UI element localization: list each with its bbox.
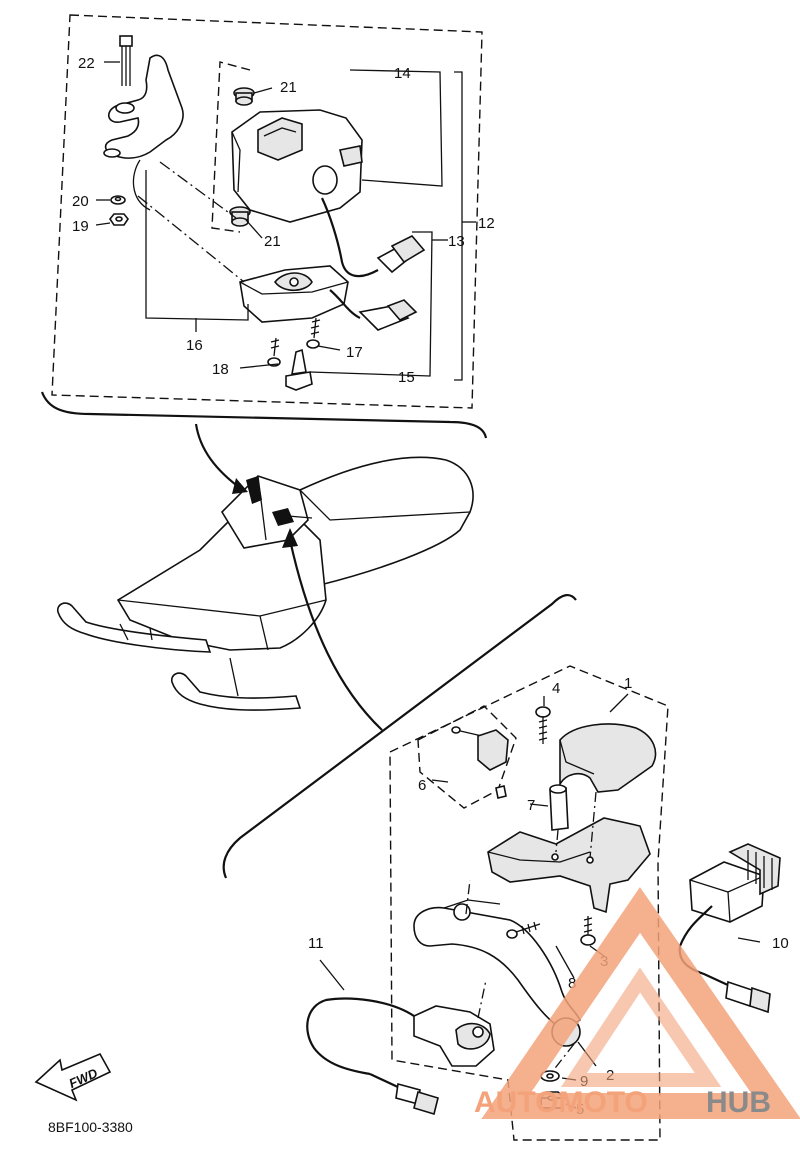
fwd-arrow-icon: FWD bbox=[34, 1052, 112, 1102]
stopper-6 bbox=[451, 726, 509, 799]
grommet-21-bottom bbox=[229, 206, 251, 227]
screw-15 bbox=[285, 348, 313, 391]
sleeve-7 bbox=[549, 784, 569, 831]
pointer-arrow-top bbox=[194, 423, 241, 489]
watermark-text-part1: AUTOMOTO bbox=[474, 1086, 648, 1119]
diagram-code: 8BF100-3380 bbox=[48, 1119, 133, 1135]
callout-7: 7 bbox=[527, 797, 535, 814]
callout-21-bottom: 21 bbox=[264, 233, 281, 250]
callout-10: 10 bbox=[772, 935, 789, 952]
screw-3 bbox=[580, 916, 596, 946]
callout-20: 20 bbox=[72, 193, 89, 210]
bolt-22 bbox=[119, 35, 133, 86]
callout-6: 6 bbox=[418, 777, 426, 794]
watermark-text-part2: HUB bbox=[706, 1086, 771, 1119]
callout-15: 15 bbox=[398, 369, 415, 386]
watermark-logo: AUTOMOTO HUB bbox=[474, 887, 800, 1119]
callout-19: 19 bbox=[72, 218, 89, 235]
callout-8: 8 bbox=[568, 975, 576, 992]
top-inset-group: 22 21 14 20 19 21 13 12 16 17 18 15 bbox=[51, 14, 495, 409]
callout-12: 12 bbox=[478, 215, 495, 232]
callout-18: 18 bbox=[212, 361, 229, 378]
bracket-14 bbox=[349, 69, 443, 187]
pointer-arrow-bottom bbox=[288, 539, 383, 731]
callout-11: 11 bbox=[308, 935, 324, 952]
callout-22: 22 bbox=[78, 55, 95, 72]
bottom-inset-group: 1 4 6 7 10 11 3 8 2 9 5 bbox=[306, 665, 789, 1141]
callout-17: 17 bbox=[346, 344, 363, 361]
bracket-12 bbox=[454, 71, 463, 381]
control-module-10 bbox=[678, 843, 781, 1014]
throttle-sensor bbox=[306, 997, 495, 1116]
lever-cover bbox=[559, 723, 657, 793]
top-inset-frame bbox=[51, 14, 483, 409]
callout-14: 14 bbox=[394, 65, 411, 82]
callout-13: 13 bbox=[448, 233, 465, 250]
grommet-21-top bbox=[233, 87, 255, 106]
screw-8 bbox=[506, 921, 541, 939]
lever-housing bbox=[487, 817, 651, 914]
callout-4: 4 bbox=[552, 680, 560, 697]
callout-16: 16 bbox=[186, 337, 203, 354]
screw-18 bbox=[267, 337, 281, 367]
screw-17 bbox=[306, 317, 321, 349]
callout-1: 1 bbox=[624, 675, 632, 692]
bottom-inset-frame bbox=[389, 665, 669, 1141]
screw-4 bbox=[535, 706, 551, 744]
snowmobile-overview bbox=[56, 456, 474, 711]
callout-21-top: 21 bbox=[280, 79, 297, 96]
bracket-13 bbox=[309, 231, 433, 377]
bracket-16 bbox=[145, 170, 249, 321]
